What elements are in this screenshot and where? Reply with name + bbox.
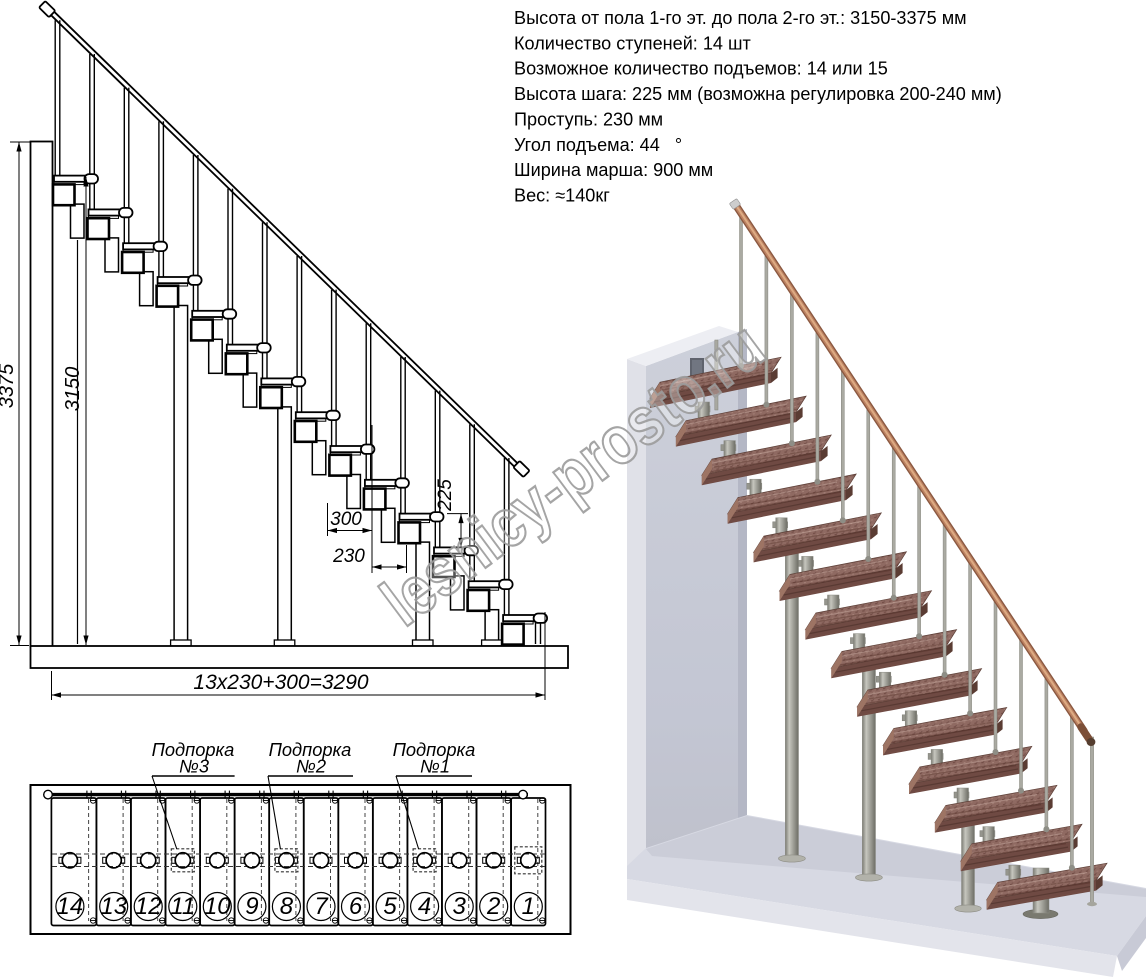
svg-text:8: 8 bbox=[280, 893, 294, 920]
svg-text:Проступь: 230 мм: Проступь: 230 мм bbox=[514, 109, 663, 129]
svg-text:13: 13 bbox=[100, 893, 127, 920]
svg-text:3150: 3150 bbox=[62, 367, 84, 412]
svg-text:№1: №1 bbox=[420, 756, 450, 777]
svg-text:2: 2 bbox=[486, 893, 500, 920]
svg-text:3: 3 bbox=[453, 893, 467, 920]
svg-text:Подпорка: Подпорка bbox=[393, 739, 476, 760]
svg-text:3375: 3375 bbox=[0, 363, 18, 408]
svg-text:Количество ступеней: 14 шт: Количество ступеней: 14 шт bbox=[514, 33, 751, 53]
svg-text:Подпорка: Подпорка bbox=[269, 739, 352, 760]
svg-text:Угол подъема: 44 °: Угол подъема: 44 ° bbox=[514, 135, 682, 155]
svg-text:12: 12 bbox=[135, 893, 162, 920]
svg-text:300: 300 bbox=[330, 509, 362, 530]
svg-text:Возможное количество подъемов:: Возможное количество подъемов: 14 или 15 bbox=[514, 59, 888, 79]
svg-text:7: 7 bbox=[314, 893, 329, 920]
svg-text:4: 4 bbox=[418, 893, 431, 920]
svg-text:Высота шага: 225 мм (возможна: Высота шага: 225 мм (возможна регулировк… bbox=[514, 84, 1002, 104]
svg-text:230: 230 bbox=[332, 546, 365, 567]
svg-text:10: 10 bbox=[204, 893, 231, 920]
svg-text:Вес: ≈140кг: Вес: ≈140кг bbox=[514, 186, 610, 206]
svg-text:Высота от пола 1-го эт. до пол: Высота от пола 1-го эт. до пола 2-го эт.… bbox=[514, 8, 967, 28]
svg-text:5: 5 bbox=[383, 893, 397, 920]
svg-text:№2: №2 bbox=[296, 756, 326, 777]
svg-text:Ширина марша: 900 мм: Ширина марша: 900 мм bbox=[514, 160, 713, 180]
svg-text:6: 6 bbox=[349, 893, 363, 920]
svg-text:13x230+300=3290: 13x230+300=3290 bbox=[193, 671, 368, 694]
svg-text:225: 225 bbox=[435, 479, 456, 512]
svg-text:№3: №3 bbox=[179, 756, 209, 777]
svg-text:Подпорка: Подпорка bbox=[152, 739, 235, 760]
svg-text:1: 1 bbox=[522, 893, 535, 920]
svg-text:9: 9 bbox=[245, 893, 258, 920]
svg-text:14: 14 bbox=[57, 893, 84, 920]
svg-text:11: 11 bbox=[170, 893, 195, 920]
